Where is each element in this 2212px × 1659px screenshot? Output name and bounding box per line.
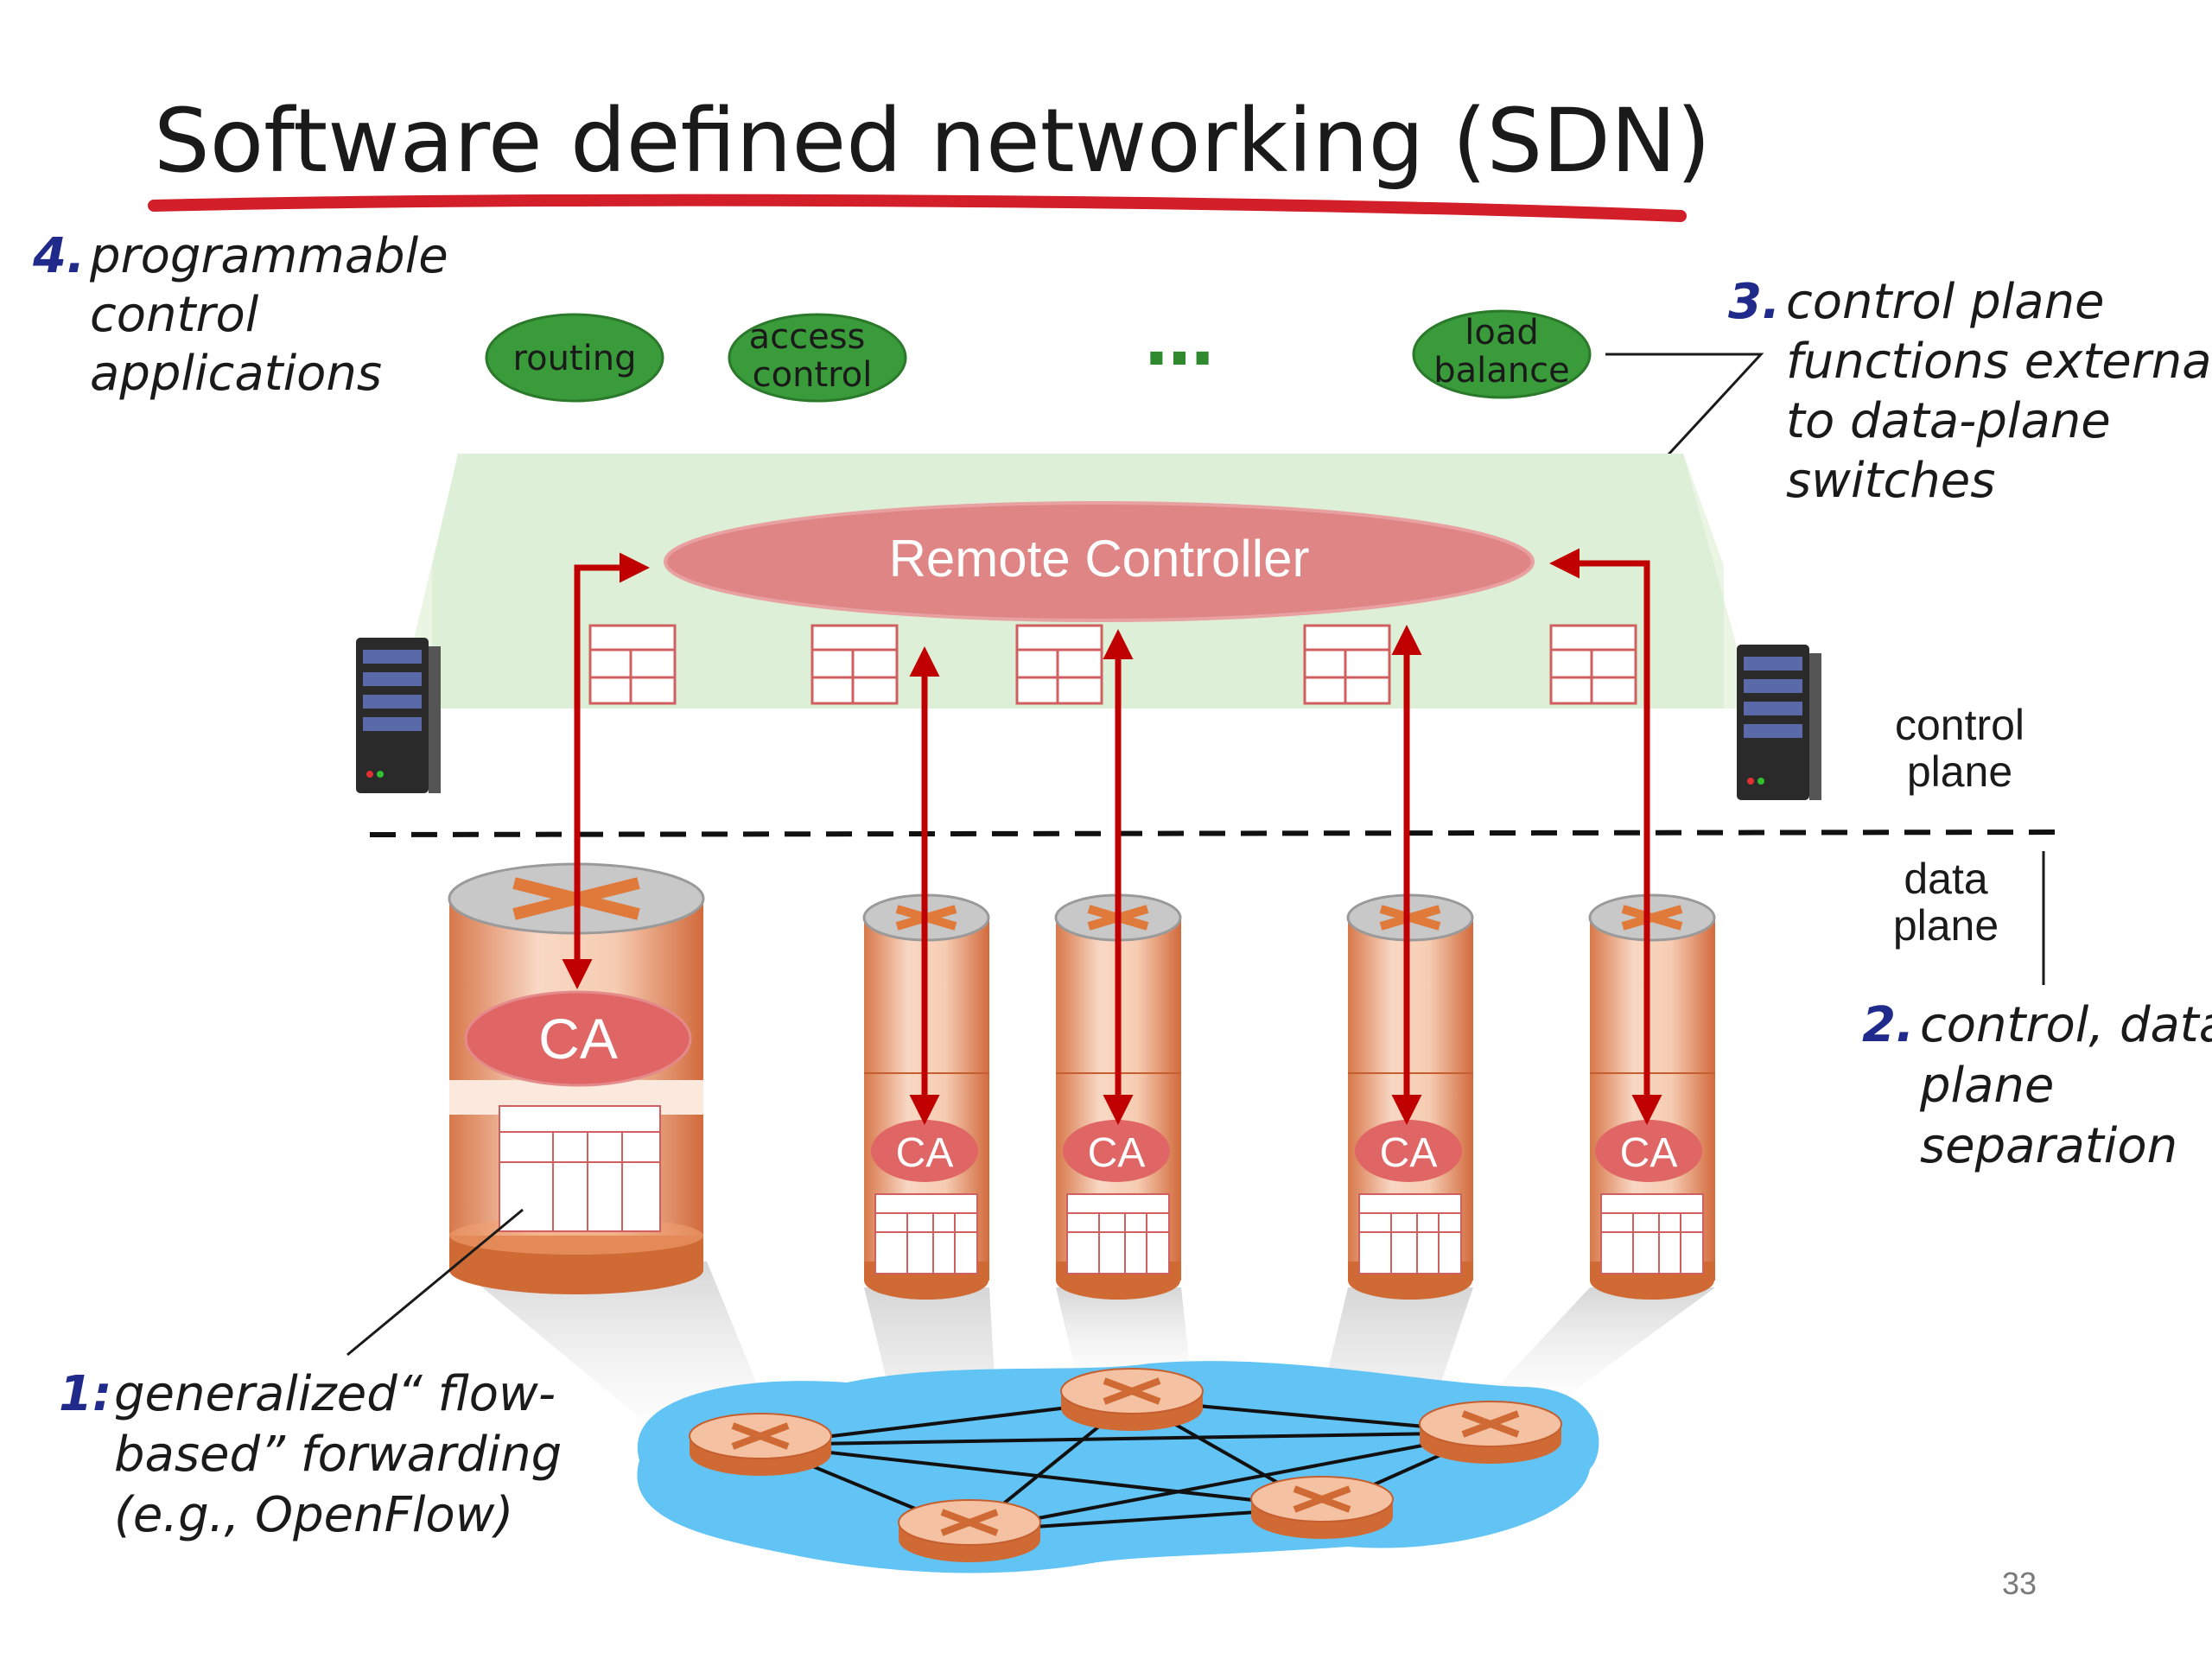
- svg-text:programmable: programmable: [89, 228, 448, 284]
- server-right-icon: [1737, 645, 1821, 800]
- svg-text:CA: CA: [1620, 1130, 1678, 1176]
- svg-text:CA: CA: [1380, 1130, 1438, 1176]
- svg-text:1:: 1:: [59, 1366, 111, 1422]
- title-underline: [148, 194, 1687, 222]
- app-access-control: access control: [728, 313, 907, 403]
- note-control-data-separation: 2. control, data plane separation: [1862, 997, 2212, 1174]
- network-router-2-icon: [1060, 1368, 1204, 1431]
- note-flow-based-forwarding: 1: generalized“ flow- based” forwarding …: [59, 1366, 562, 1543]
- svg-text:CA: CA: [538, 1007, 618, 1071]
- flow-table-control-3: [1015, 624, 1103, 705]
- svg-text:separation: separation: [1920, 1118, 2177, 1174]
- note-control-plane-external: 3. control plane functions external to d…: [1728, 274, 2212, 509]
- slide-title: Software defined networking (SDN): [154, 90, 1711, 193]
- network-router-3-icon: [1419, 1401, 1562, 1464]
- svg-text:applications: applications: [90, 346, 382, 402]
- flow-table-control-5: [1549, 624, 1637, 705]
- svg-text:control, data: control, data: [1920, 997, 2212, 1053]
- svg-text:balance: balance: [1433, 351, 1569, 391]
- network-router-1-icon: [689, 1413, 832, 1476]
- data-plane-label-1: data: [1904, 855, 1988, 903]
- app-routing: routing: [485, 313, 664, 403]
- control-plane-label-2: plane: [1907, 747, 2012, 796]
- callout-line-1: [346, 1208, 524, 1357]
- svg-text:control: control: [753, 355, 873, 395]
- switch-large: CA: [448, 862, 705, 1294]
- page-number: 33: [2002, 1566, 2037, 1601]
- network-router-5-icon: [898, 1499, 1041, 1562]
- ca-1: [871, 1120, 978, 1182]
- ca-2: [1063, 1120, 1170, 1182]
- svg-text:load: load: [1465, 313, 1539, 353]
- svg-text:switches: switches: [1786, 453, 1995, 509]
- svg-text:CA: CA: [896, 1130, 954, 1176]
- svg-text:control: control: [90, 287, 259, 343]
- svg-text:functions external: functions external: [1786, 334, 2212, 390]
- plane-divider-dashed: [369, 830, 2066, 837]
- svg-text:to data-plane: to data-plane: [1786, 393, 2111, 449]
- svg-text:4.: 4.: [32, 228, 85, 284]
- svg-text:CA: CA: [1088, 1130, 1146, 1176]
- svg-text:plane: plane: [1919, 1058, 2054, 1114]
- svg-text:(e.g., OpenFlow): (e.g., OpenFlow): [114, 1487, 513, 1543]
- note-programmable-control-applications: 4. programmable control applications: [32, 228, 448, 402]
- ca-4: [1595, 1120, 1702, 1182]
- switch-small-3: CA: [1346, 893, 1474, 1300]
- control-arrows: [562, 548, 1662, 1125]
- ca-large: [464, 990, 692, 1087]
- flow-table-control-1: [588, 624, 677, 705]
- switch-small-4: CA: [1588, 893, 1716, 1300]
- svg-text:Remote Controller: Remote Controller: [889, 530, 1310, 588]
- remote-controller: Remote Controller: [664, 501, 1535, 622]
- switch-small-1: CA: [862, 893, 990, 1300]
- band-side-right: [1683, 454, 1754, 709]
- ca-3: [1355, 1120, 1462, 1182]
- svg-text:control plane: control plane: [1786, 274, 2105, 330]
- server-left-icon: [356, 638, 441, 793]
- flow-table-large: [499, 1105, 661, 1232]
- svg-text:generalized“ flow-: generalized“ flow-: [114, 1366, 556, 1422]
- svg-text:routing: routing: [513, 339, 637, 378]
- svg-text:based” forwarding: based” forwarding: [114, 1427, 562, 1483]
- svg-text:3.: 3.: [1728, 274, 1780, 330]
- flow-table-control-2: [810, 624, 899, 705]
- control-plane-label-1: control: [1895, 701, 2024, 749]
- flow-table-control-4: [1303, 624, 1391, 705]
- svg-text:2.: 2.: [1862, 997, 1914, 1053]
- network-router-4-icon: [1250, 1476, 1394, 1539]
- apps-ellipsis: …: [1145, 301, 1214, 381]
- data-plane-label-2: plane: [1893, 901, 1999, 950]
- svg-text:access: access: [749, 317, 866, 357]
- app-load-balance: load balance: [1412, 309, 1592, 399]
